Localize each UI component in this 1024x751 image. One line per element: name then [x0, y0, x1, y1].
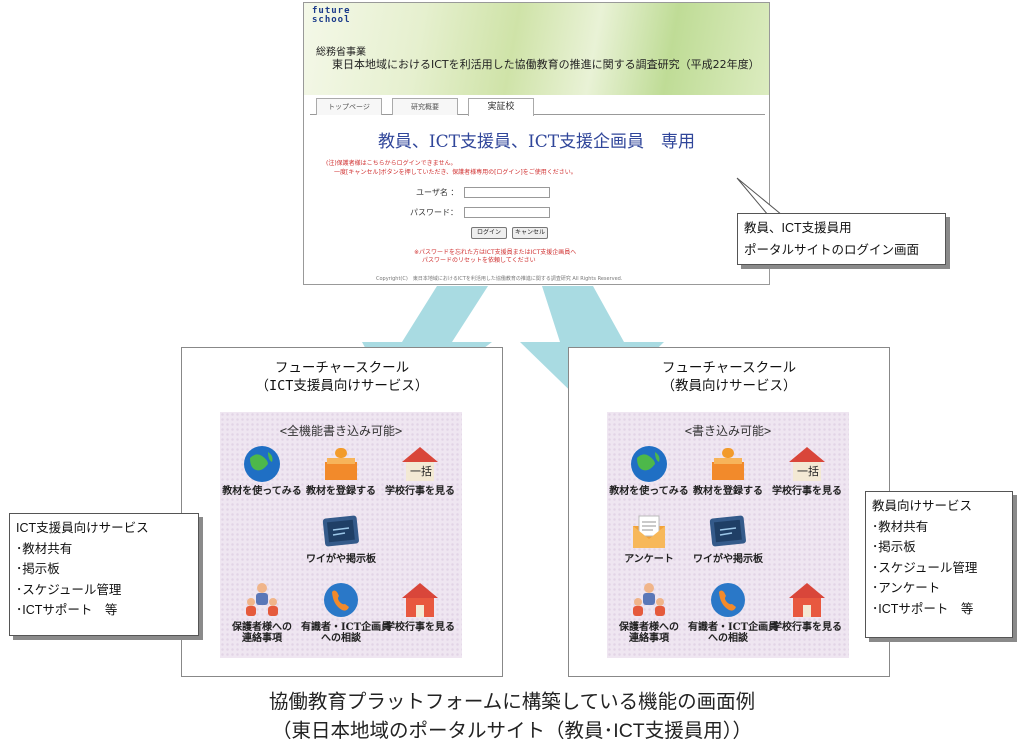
blackboard-icon — [322, 515, 359, 547]
tab-demo-schools[interactable]: 実証校 — [468, 98, 534, 116]
username-label: ユーザ名 ： — [416, 188, 459, 197]
figure-caption-line-2: （東日本地域のポータルサイト（教員･ICT支援員用）） — [272, 720, 752, 742]
menu-item-register-materials[interactable]: 教材を登録する — [688, 444, 768, 497]
callout-line: ･アンケート — [872, 581, 941, 595]
globe-icon — [631, 446, 667, 482]
tab-research-overview[interactable]: 研究概要 — [392, 98, 458, 115]
menu-item-survey[interactable]: アンケート — [609, 512, 689, 565]
warning-line-1: (注)保護者様はこちらからログインできません。 — [326, 160, 457, 167]
password-note-1: ※パスワードを忘れた方はICT支援員またはICT支援企画員へ — [414, 249, 577, 256]
panel-title: フューチャースクール — [661, 360, 797, 376]
callout-top-pointer — [736, 177, 784, 216]
desk-icon — [325, 448, 357, 480]
phone-icon — [324, 583, 358, 617]
permission-label: <書き込み可能> — [684, 424, 772, 438]
svg-text:一括: 一括 — [797, 464, 819, 478]
callout-line: ･ICTサポート 等 — [872, 601, 974, 616]
ministry-label: 総務省事業 — [316, 47, 366, 58]
ict-services-callout: ICT支援員向けサービス ･教材共有 ･掲示板 ･スケジュール管理 ･ICTサポ… — [9, 513, 199, 636]
menu-item-school-events-bulk[interactable]: 一括 学校行事を見る — [380, 444, 460, 497]
callout-line: ･スケジュール管理 — [872, 560, 978, 575]
menu-item-expert-consultation[interactable]: 有識者・ICT企画員 への相談 — [301, 580, 391, 644]
desk-icon — [712, 448, 744, 480]
password-label: パスワード： — [410, 208, 458, 217]
house-bulk-icon: 一括 — [402, 447, 438, 481]
panel-subtitle: （ICT支援員向けサービス） — [255, 378, 429, 394]
password-field[interactable] — [464, 207, 550, 218]
panel-title: フューチャースクール — [274, 360, 410, 376]
login-callout: 教員、ICT支援員用 ポータルサイトのログイン画面 — [737, 213, 946, 265]
phone-icon — [711, 583, 745, 617]
house-icon — [402, 583, 438, 617]
menu-item-expert-consultation[interactable]: 有識者・ICT企画員 への相談 — [688, 580, 778, 644]
menu-item-bulletin-board[interactable]: ワイがや掲示板 — [688, 512, 768, 565]
menu-item-use-materials[interactable]: 教材を使ってみる — [609, 444, 689, 497]
menu-item-bulletin-board[interactable]: ワイがや掲示板 — [301, 512, 381, 565]
menu-item-use-materials[interactable]: 教材を使ってみる — [222, 444, 302, 497]
menu-item-school-events[interactable]: 学校行事を見る — [380, 580, 460, 633]
callout-line: ･スケジュール管理 — [16, 582, 122, 597]
figure-caption-line-1: 協働教育プラットフォームに構築している機能の画面例 — [268, 691, 756, 713]
cancel-button[interactable]: キャンセル — [512, 227, 548, 239]
password-note-2: パスワードのリセットを依頼してください — [422, 257, 536, 264]
login-heading: 教員、ICT支援員、ICT支援企画員 専用 — [377, 132, 696, 152]
svg-text:一括: 一括 — [410, 464, 432, 478]
house-icon — [789, 583, 825, 617]
callout-line: ICT支援員向けサービス — [16, 521, 149, 535]
menu-item-parent-notices[interactable]: 保護者様への 連絡事項 — [609, 580, 689, 644]
family-icon — [246, 583, 278, 616]
teacher-services-callout: 教員向けサービス ･教材共有 ･掲示板 ･スケジュール管理 ･アンケート ･IC… — [865, 491, 1013, 638]
callout-line: 教員、ICT支援員用 — [744, 221, 852, 235]
menu-area: <書き込み可能> 教材を使ってみる 教材を登録する 一括 学校行事を見る アンケ — [607, 412, 849, 658]
callout-line: ･掲示板 — [872, 540, 916, 554]
menu-item-parent-notices[interactable]: 保護者様への 連絡事項 — [222, 580, 302, 644]
envelope-icon — [633, 515, 665, 548]
callout-line: 教員向けサービス — [872, 499, 973, 513]
callout-line: ポータルサイトのログイン画面 — [744, 243, 920, 257]
blackboard-icon — [709, 515, 746, 547]
tab-top-page[interactable]: トップページ — [316, 98, 382, 115]
future-school-logo: future school — [312, 6, 351, 25]
permission-label: <全機能書き込み可能> — [279, 424, 403, 438]
login-button[interactable]: ログイン — [471, 227, 507, 239]
project-title: 東日本地域におけるICTを利活用した協働教育の推進に関する調査研究（平成22年度… — [332, 58, 760, 71]
callout-line: ･教材共有 — [872, 519, 929, 534]
site-banner — [304, 3, 769, 95]
callout-line: ･教材共有 — [16, 541, 73, 556]
callout-line: ･掲示板 — [16, 562, 60, 576]
menu-item-register-materials[interactable]: 教材を登録する — [301, 444, 381, 497]
menu-item-school-events-bulk[interactable]: 一括 学校行事を見る — [767, 444, 847, 497]
teacher-panel: フューチャースクール （教員向けサービス） <書き込み可能> 教材を使ってみる … — [568, 347, 890, 677]
callout-line: ･ICTサポート 等 — [16, 603, 118, 617]
menu-item-school-events[interactable]: 学校行事を見る — [767, 580, 847, 633]
login-screen: future school 総務省事業 東日本地域におけるICTを利活用した協働… — [303, 2, 770, 285]
warning-line-2: 一度[キャンセル]ボタンを押していただき、保護者様専用の[ログイン]をご使用くだ… — [334, 169, 577, 176]
family-icon — [633, 583, 665, 616]
username-field[interactable] — [464, 187, 550, 198]
panel-subtitle: （教員向けサービス） — [661, 378, 797, 394]
globe-icon — [244, 446, 280, 482]
copyright: Copyright(C) 東日本地域におけるICTを利活用した協働教育の推進に関… — [376, 276, 623, 282]
menu-area: <全機能書き込み可能> 教材を使ってみる 教材を登録する 一括 学校行事を見る — [220, 412, 462, 658]
site-tabs: トップページ 研究概要 実証校 — [310, 95, 765, 116]
house-bulk-icon: 一括 — [789, 447, 825, 481]
ict-support-panel: フューチャースクール （ICT支援員向けサービス） <全機能書き込み可能> 教材… — [181, 347, 503, 677]
